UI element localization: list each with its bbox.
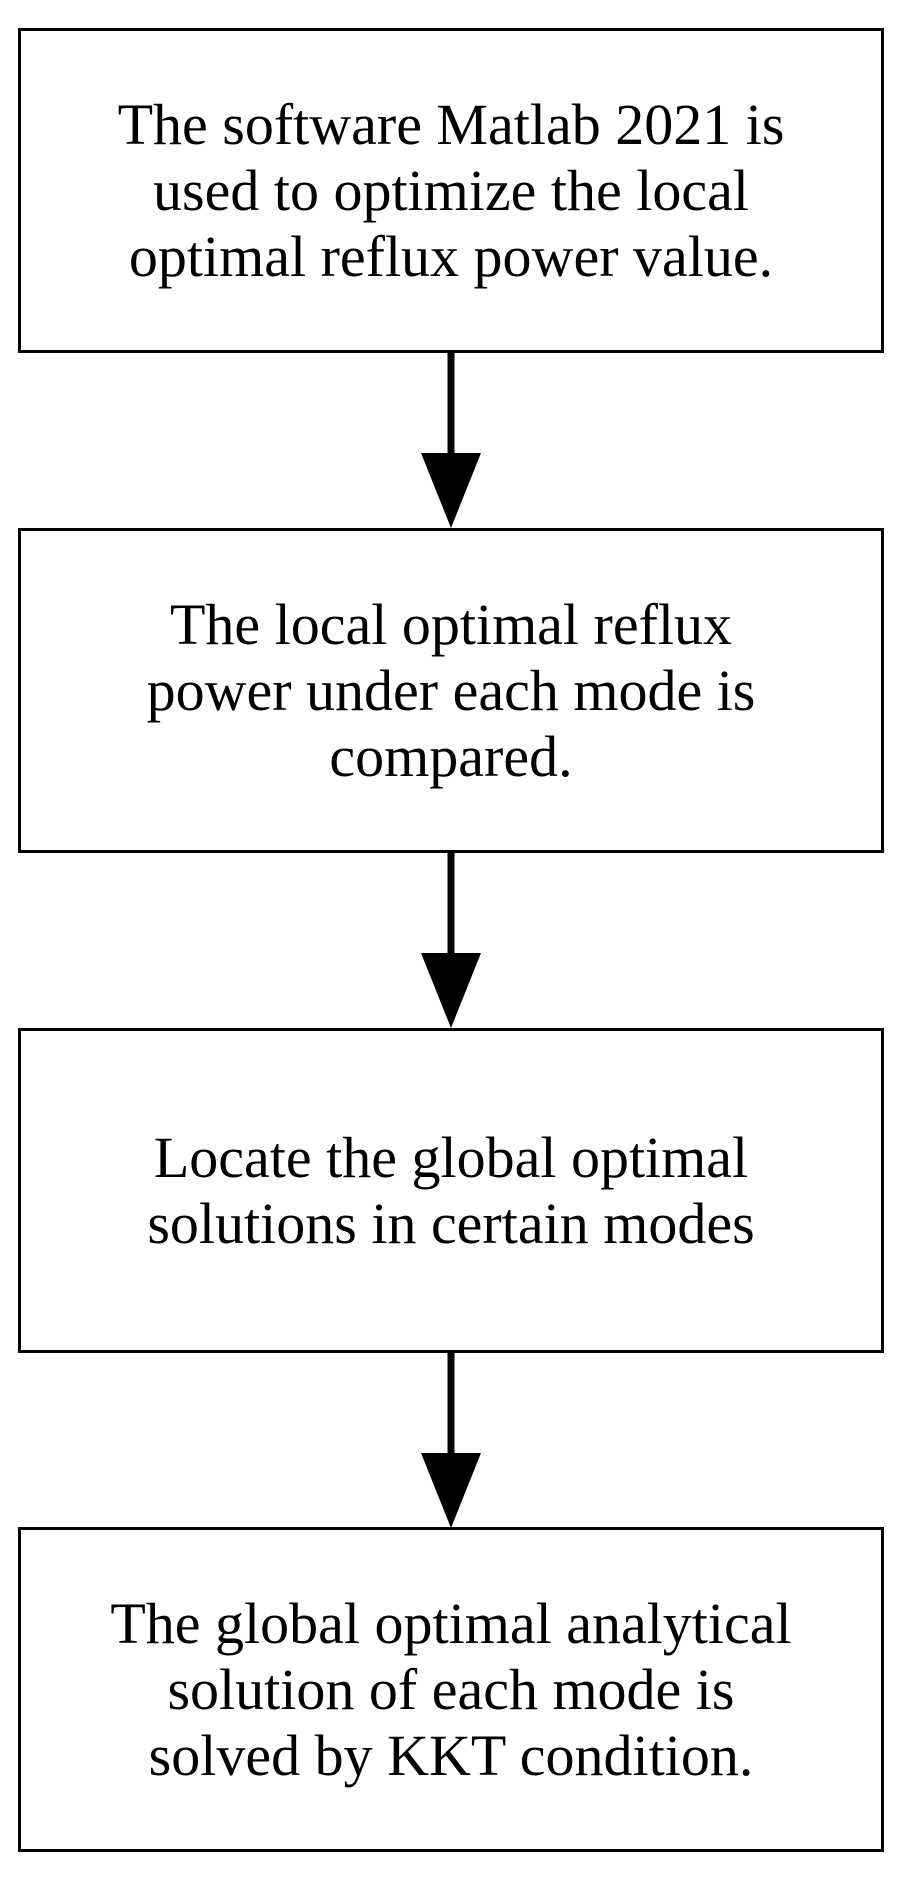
step-2-line-1: The local optimal reflux (169, 591, 733, 657)
step-4-line-1: The global optimal analytical (110, 1590, 792, 1656)
arrow-2-to-3 (421, 853, 481, 1028)
arrow-3-head (421, 1453, 481, 1528)
step-4-text: The global optimal analytical solution o… (100, 1591, 801, 1789)
arrow-1-head (421, 453, 481, 528)
step-4-line-2: solution of each mode is (167, 1656, 735, 1722)
step-2-box: The local optimal reflux power under eac… (18, 528, 884, 853)
step-4-box: The global optimal analytical solution o… (18, 1527, 884, 1852)
arrow-2-head (421, 953, 481, 1028)
step-4-line-3: solved by KKT condition. (148, 1722, 754, 1788)
step-3-line-2: solutions in certain modes (147, 1190, 755, 1256)
step-1-line-1: The software Matlab 2021 is (117, 91, 785, 157)
step-1-line-2: used to optimize the local (153, 157, 749, 223)
arrow-3-to-4 (421, 1353, 481, 1528)
arrow-1-to-2 (421, 353, 481, 528)
step-2-line-3: compared. (329, 723, 573, 789)
step-2-text: The local optimal reflux power under eac… (137, 592, 766, 790)
step-1-text: The software Matlab 2021 is used to opti… (108, 92, 795, 290)
step-3-line-1: Locate the global optimal (153, 1124, 749, 1190)
step-1-box: The software Matlab 2021 is used to opti… (18, 28, 884, 353)
step-1-line-3: optimal reflux power value. (128, 223, 774, 289)
step-3-box: Locate the global optimal solutions in c… (18, 1028, 884, 1353)
step-3-text: Locate the global optimal solutions in c… (137, 1125, 764, 1257)
step-2-line-2: power under each mode is (146, 657, 756, 723)
